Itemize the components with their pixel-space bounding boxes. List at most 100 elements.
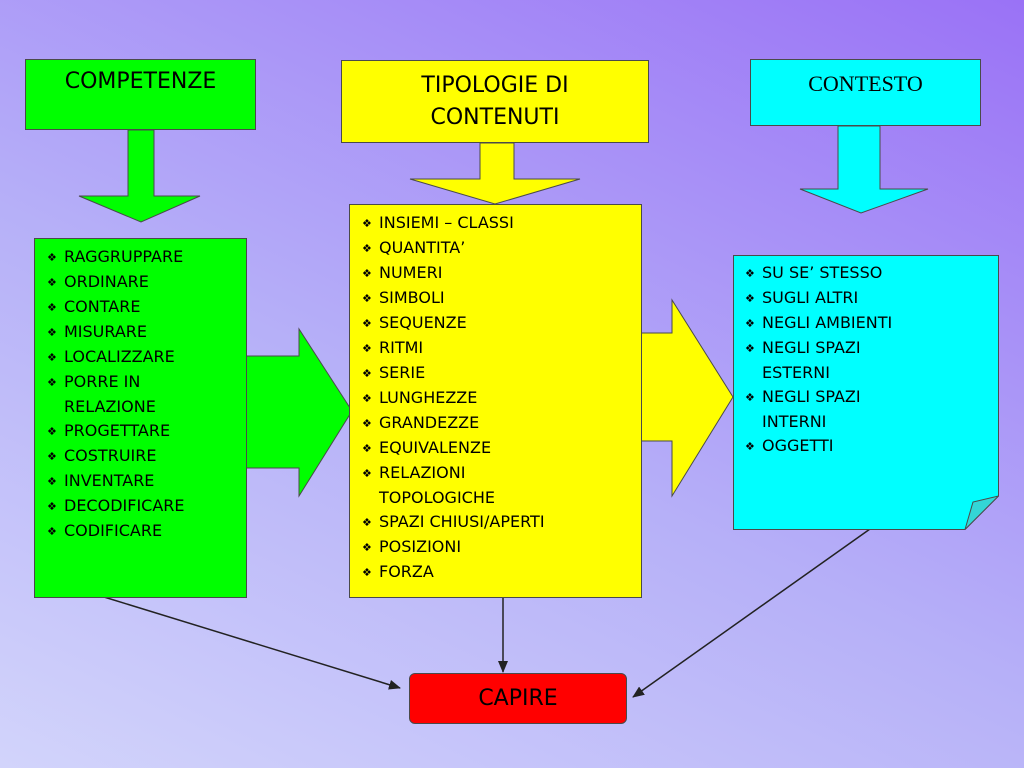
list-item-label: SUGLI ALTRI bbox=[762, 288, 859, 307]
diamond-bullet-icon: ❖ bbox=[47, 351, 57, 364]
list-item: ❖FORZA bbox=[362, 560, 641, 585]
contesto-header: CONTESTO bbox=[750, 59, 981, 126]
competenze-to-capire-line bbox=[103, 596, 401, 690]
list-item-label: COSTRUIRE bbox=[64, 446, 157, 465]
diamond-bullet-icon: ❖ bbox=[362, 317, 372, 330]
list-item-label: PROGETTARE bbox=[64, 421, 171, 440]
capire-label: CAPIRE bbox=[478, 685, 558, 711]
list-item: ❖ PORRE IN RELAZIONE bbox=[47, 370, 246, 419]
list-item: ❖ SUGLI ALTRI bbox=[745, 286, 995, 311]
list-item: ❖ NUMERI bbox=[362, 261, 641, 286]
diamond-bullet-icon: ❖ bbox=[745, 440, 755, 453]
list-item-label: FORZA bbox=[379, 562, 434, 581]
diamond-bullet-icon: ❖ bbox=[47, 450, 57, 463]
list-item: ❖CODIFICARE bbox=[47, 519, 246, 544]
cyan-down-arrow bbox=[799, 125, 929, 214]
page-fold-corner bbox=[964, 495, 999, 530]
capire-box: CAPIRE bbox=[409, 673, 627, 724]
diamond-bullet-icon: ❖ bbox=[47, 376, 57, 389]
list-item-label: SEQUENZE bbox=[379, 313, 467, 332]
list-item-label: SIMBOLI bbox=[379, 288, 445, 307]
contenuti-box: ❖ INSIEMI – CLASSI ❖ QUANTITA’ ❖ NUMERI ❖ SIMBO… bbox=[349, 204, 642, 598]
competenze-list: ❖RAGGRUPPARE❖ORDINARE❖CONTARE❖MISURARE❖L… bbox=[47, 245, 246, 544]
tipologie-header: TIPOLOGIE DI CONTENUTI bbox=[341, 60, 649, 143]
list-item: ❖NEGLI SPAZI ESTERNI bbox=[745, 336, 995, 385]
list-item-label: SU SE’ STESSO bbox=[762, 263, 883, 282]
diamond-bullet-icon: ❖ bbox=[362, 292, 372, 305]
list-item-label: NEGLI AMBIENTI bbox=[762, 313, 893, 332]
folded-note-shape bbox=[733, 255, 999, 530]
list-item: ❖ PROGETTARE bbox=[47, 419, 246, 444]
list-item: ❖ MISURARE bbox=[47, 320, 246, 345]
list-item: ❖EQUIVALENZE bbox=[362, 436, 641, 461]
diamond-bullet-icon: ❖ bbox=[47, 326, 57, 339]
competenze-header-label: COMPETENZE bbox=[64, 69, 217, 94]
list-item-label: NUMERI bbox=[379, 263, 443, 282]
list-item: ❖RAGGRUPPARE bbox=[47, 245, 246, 270]
competenze-header: COMPETENZE bbox=[25, 59, 256, 130]
diamond-bullet-icon: ❖ bbox=[362, 417, 372, 430]
diamond-bullet-icon: ❖ bbox=[47, 525, 57, 538]
diamond-bullet-icon: ❖ bbox=[745, 391, 755, 404]
list-item: ❖ SEQUENZE bbox=[362, 311, 641, 336]
list-item-label: OGGETTI bbox=[762, 436, 834, 455]
list-item: ❖ QUANTITA’ bbox=[362, 236, 641, 261]
list-item: ❖ SERIE bbox=[362, 361, 641, 386]
list-item: ❖ RITMI bbox=[362, 336, 641, 361]
list-item-label: SPAZI CHIUSI/APERTI bbox=[379, 512, 545, 531]
list-item: ❖ GRANDEZZE bbox=[362, 411, 641, 436]
list-item-label: DECODIFICARE bbox=[64, 496, 185, 515]
list-item-label: QUANTITA’ bbox=[379, 238, 466, 257]
diamond-bullet-icon: ❖ bbox=[47, 251, 57, 264]
list-item-label: INSIEMI – CLASSI bbox=[379, 213, 514, 232]
list-item-label: SERIE bbox=[379, 363, 426, 382]
diamond-bullet-icon: ❖ bbox=[362, 442, 372, 455]
diamond-bullet-icon: ❖ bbox=[362, 516, 372, 529]
list-item-label: RELAZIONI TOPOLOGICHE bbox=[379, 463, 495, 507]
list-item-label: ORDINARE bbox=[64, 272, 149, 291]
diamond-bullet-icon: ❖ bbox=[362, 541, 372, 554]
green-right-arrow bbox=[235, 327, 353, 498]
diamond-bullet-icon: ❖ bbox=[362, 467, 372, 480]
list-item-label: CONTARE bbox=[64, 297, 141, 316]
list-item-label: INVENTARE bbox=[64, 471, 155, 490]
list-item: ❖NEGLI AMBIENTI bbox=[745, 311, 995, 336]
list-item-label: MISURARE bbox=[64, 322, 148, 341]
list-item: ❖ CONTARE bbox=[47, 295, 246, 320]
contesto-box: ❖SU SE’ STESSO❖SUGLI ALTRI❖NEGLI AMBIENT… bbox=[733, 255, 999, 530]
green-down-arrow bbox=[78, 129, 201, 223]
list-item: ❖ SU SE’ STESSO bbox=[745, 261, 995, 286]
list-item: ❖ RELAZIONI TOPOLOGICHE bbox=[362, 461, 641, 510]
list-item: ❖NEGLI SPAZI INTERNI bbox=[745, 385, 995, 434]
list-item-label: PORRE IN RELAZIONE bbox=[64, 372, 156, 416]
list-item: ❖ SIMBOLI bbox=[362, 286, 641, 311]
diamond-bullet-icon: ❖ bbox=[745, 342, 755, 355]
contesto-to-capire-line bbox=[632, 528, 871, 698]
list-item: ❖ SPAZI CHIUSI/APERTI bbox=[362, 510, 641, 535]
list-item: ❖ POSIZIONI bbox=[362, 535, 641, 560]
list-item: ❖LUNGHEZZE bbox=[362, 386, 641, 411]
diamond-bullet-icon: ❖ bbox=[362, 242, 372, 255]
diamond-bullet-icon: ❖ bbox=[47, 301, 57, 314]
list-item-label: RITMI bbox=[379, 338, 424, 357]
list-item: ❖ LOCALIZZARE bbox=[47, 345, 246, 370]
diamond-bullet-icon: ❖ bbox=[362, 342, 372, 355]
diamond-bullet-icon: ❖ bbox=[362, 367, 372, 380]
diamond-bullet-icon: ❖ bbox=[47, 475, 57, 488]
list-item-label: POSIZIONI bbox=[379, 537, 462, 556]
contesto-header-label: CONTESTO bbox=[808, 71, 923, 96]
list-item: ❖ INVENTARE bbox=[47, 469, 246, 494]
yellow-right-arrow bbox=[634, 298, 734, 498]
diamond-bullet-icon: ❖ bbox=[47, 425, 57, 438]
diamond-bullet-icon: ❖ bbox=[47, 500, 57, 513]
list-item-label: LOCALIZZARE bbox=[64, 347, 175, 366]
diamond-bullet-icon: ❖ bbox=[362, 392, 372, 405]
list-item-label: GRANDEZZE bbox=[379, 413, 480, 432]
competenze-box: ❖RAGGRUPPARE❖ORDINARE❖CONTARE❖MISURARE❖L… bbox=[34, 238, 247, 598]
list-item: ❖ORDINARE bbox=[47, 270, 246, 295]
diamond-bullet-icon: ❖ bbox=[745, 267, 755, 280]
diamond-bullet-icon: ❖ bbox=[745, 292, 755, 305]
tipologie-header-label: TIPOLOGIE DI CONTENUTI bbox=[421, 72, 569, 130]
diamond-bullet-icon: ❖ bbox=[362, 267, 372, 280]
